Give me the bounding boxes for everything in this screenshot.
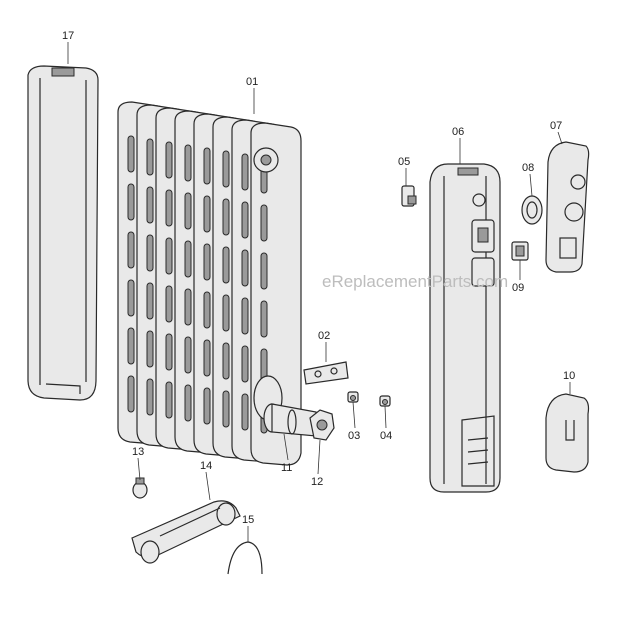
part-number-label[interactable]: 15: [242, 514, 255, 526]
fin-slot: [146, 234, 154, 272]
fin-slot: [241, 249, 249, 287]
fin-slot: [203, 195, 211, 233]
small-switch-icon[interactable]: [347, 391, 359, 403]
fin-slot: [184, 336, 192, 374]
fin-slot: [203, 291, 211, 329]
fin-slot: [184, 288, 192, 326]
part-number-label[interactable]: 11: [281, 462, 293, 474]
part-number-label[interactable]: 02: [318, 330, 331, 342]
fin-slot: [127, 279, 135, 317]
fin-slot: [222, 294, 230, 332]
fin-slot: [222, 198, 230, 236]
fin-slot: [146, 378, 154, 416]
knob-ring-icon[interactable]: [521, 195, 543, 225]
fin-slot: [222, 246, 230, 284]
fin-slot: [184, 240, 192, 278]
part-number-label[interactable]: 09: [512, 282, 525, 294]
fin-slot: [184, 384, 192, 422]
part-number-label[interactable]: 06: [452, 126, 465, 138]
fin-slot: [184, 144, 192, 182]
terminal-plate-icon[interactable]: [303, 361, 349, 385]
fin-slot: [260, 252, 268, 290]
rocker-switch-icon[interactable]: [511, 241, 529, 261]
wheel-base-icon[interactable]: [131, 500, 241, 564]
fin-slot: [241, 393, 249, 431]
fin-slot: [260, 300, 268, 338]
cord-cover-icon[interactable]: [545, 393, 590, 473]
part-number-label[interactable]: 07: [550, 120, 563, 132]
fin-slot: [146, 282, 154, 320]
part-number-label[interactable]: 08: [522, 162, 535, 174]
fin-slot: [127, 327, 135, 365]
fin-slot: [241, 153, 249, 191]
part-number-label[interactable]: 14: [200, 460, 213, 472]
radiator-body-icon[interactable]: [117, 101, 302, 466]
small-switch-icon[interactable]: [379, 395, 391, 407]
heating-element-icon[interactable]: [263, 403, 317, 437]
fin-slot: [241, 297, 249, 335]
fin-slot: [127, 375, 135, 413]
part-number-label[interactable]: 03: [348, 430, 361, 442]
part-number-label[interactable]: 05: [398, 156, 411, 168]
fin-slot: [165, 141, 173, 179]
clip-icon[interactable]: [227, 541, 263, 575]
fin-slot: [203, 243, 211, 281]
fin-slot: [127, 135, 135, 173]
fin-slot: [203, 339, 211, 377]
fin-slot: [222, 342, 230, 380]
fin-slot: [203, 147, 211, 185]
fin-slot: [203, 387, 211, 425]
control-cover-icon[interactable]: [545, 141, 590, 273]
side-cover-icon[interactable]: [27, 65, 99, 401]
nut-icon[interactable]: [309, 409, 335, 441]
fin-slot: [146, 186, 154, 224]
part-number-label[interactable]: 04: [380, 430, 393, 442]
fin-slot: [222, 390, 230, 428]
part-number-label[interactable]: 13: [132, 446, 145, 458]
control-panel-housing-icon[interactable]: [429, 163, 501, 493]
fin-slot: [165, 189, 173, 227]
part-number-label[interactable]: 01: [246, 76, 259, 88]
part-number-label[interactable]: 17: [62, 30, 75, 42]
watermark: eReplacementParts.com: [322, 272, 509, 291]
fin-slot: [222, 150, 230, 188]
thermostat-icon[interactable]: [401, 185, 417, 207]
fin-slot: [127, 183, 135, 221]
fin-slot: [165, 285, 173, 323]
caster-wheel-icon[interactable]: [132, 477, 148, 499]
part-number-label[interactable]: 10: [563, 370, 576, 382]
part-number-label[interactable]: 12: [311, 476, 324, 488]
fin-slot: [241, 345, 249, 383]
leader-lines: [67, 42, 571, 542]
fin-slot: [260, 204, 268, 242]
fin-slot: [165, 333, 173, 371]
fin-slot: [165, 381, 173, 419]
fin-slot: [127, 231, 135, 269]
fin-slot: [184, 192, 192, 230]
fin-slot: [146, 330, 154, 368]
fin-slot: [165, 237, 173, 275]
fin-slot: [241, 201, 249, 239]
fin-slot: [146, 138, 154, 176]
